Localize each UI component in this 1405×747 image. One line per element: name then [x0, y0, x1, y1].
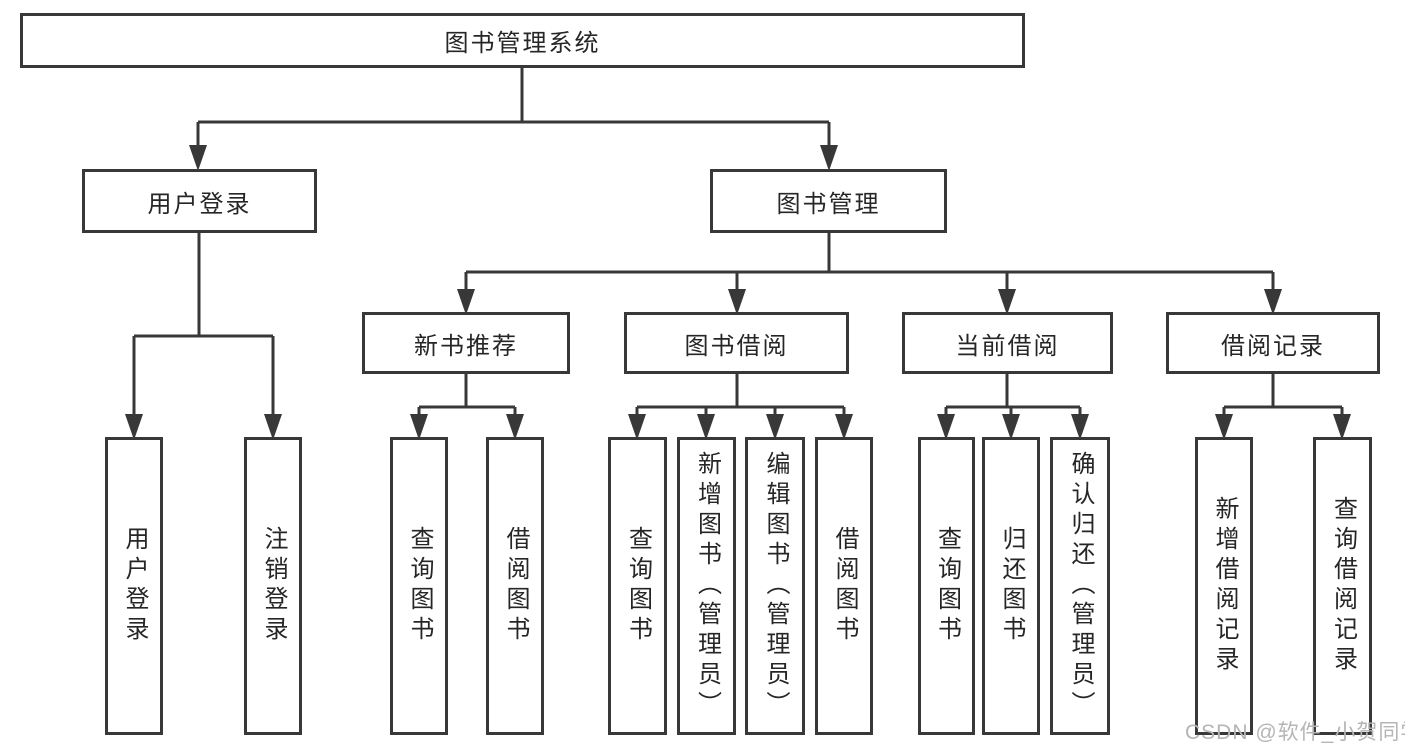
node-label: 归还图书 [998, 526, 1025, 646]
node-leaf-query-books-borrow: 查询图书 [608, 437, 667, 735]
node-leaf-borrow-books: 借阅图书 [815, 437, 873, 735]
node-leaf-borrow-books-recommend: 借阅图书 [486, 437, 544, 735]
node-new-book-recommendation: 新书推荐 [362, 312, 570, 374]
node-label: 借阅图书 [502, 526, 529, 646]
node-user-login: 用户登录 [82, 169, 317, 233]
node-label: 查询借阅记录 [1329, 496, 1357, 676]
node-label: 借阅记录 [1221, 332, 1325, 360]
watermark: CSDN @软件_小贺同学 [1185, 721, 1405, 744]
node-label: 用户登录 [121, 526, 148, 646]
node-book-management: 图书管理 [710, 169, 947, 233]
node-label: 确认归还（管理员） [1067, 451, 1094, 721]
node-label: 借阅图书 [831, 526, 858, 646]
node-label: 新书推荐 [414, 332, 518, 360]
node-leaf-confirm-return-admin: 确认归还（管理员） [1050, 437, 1110, 735]
node-leaf-user-login: 用户登录 [105, 437, 163, 735]
node-leaf-edit-books-admin: 编辑图书（管理员） [745, 437, 805, 735]
node-leaf-add-books-admin: 新增图书（管理员） [677, 437, 736, 735]
node-current-borrowing: 当前借阅 [902, 312, 1113, 374]
node-label: 注销登录 [260, 526, 287, 646]
node-leaf-query-borrow-record: 查询借阅记录 [1313, 437, 1372, 735]
node-label: 新增图书（管理员） [693, 451, 721, 721]
node-leaf-logout: 注销登录 [244, 437, 302, 735]
node-label: 编辑图书（管理员） [762, 451, 789, 721]
node-label: 查询图书 [933, 526, 961, 646]
node-label: 图书管理 [776, 190, 881, 218]
node-label: 图书借阅 [684, 332, 789, 360]
node-leaf-query-books-current: 查询图书 [918, 437, 975, 735]
node-book-borrowing: 图书借阅 [624, 312, 849, 374]
node-label: 查询图书 [406, 526, 433, 646]
node-leaf-return-books: 归还图书 [982, 437, 1040, 735]
node-leaf-query-books-recommend: 查询图书 [390, 437, 448, 735]
node-leaf-add-borrow-record: 新增借阅记录 [1195, 437, 1253, 735]
node-label: 用户登录 [147, 190, 252, 218]
node-borrowing-records: 借阅记录 [1166, 312, 1380, 374]
node-label: 新增借阅记录 [1211, 496, 1238, 676]
node-label: 当前借阅 [955, 332, 1060, 360]
node-label: 查询图书 [624, 526, 652, 646]
node-label: 图书管理系统 [444, 30, 601, 57]
node-library-management-system: 图书管理系统 [20, 13, 1025, 68]
